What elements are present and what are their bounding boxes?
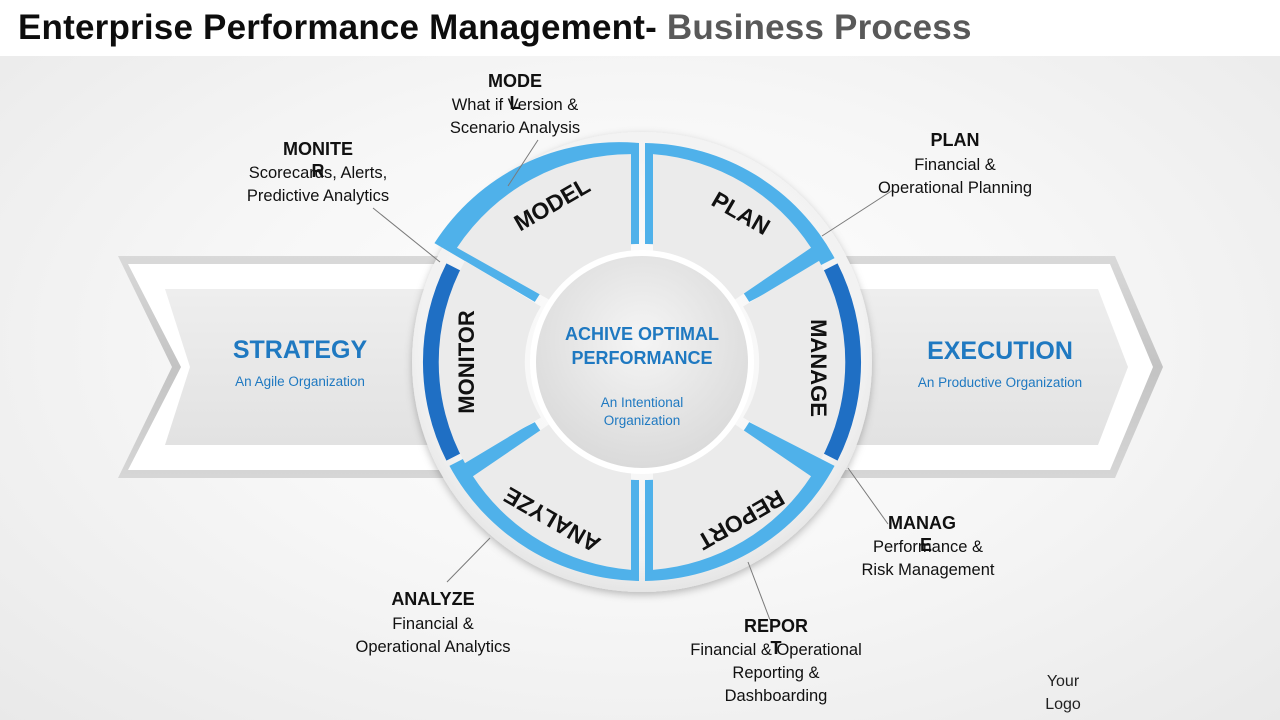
segment-monitor-fill <box>438 260 541 464</box>
callout-model-desc-l2: Scenario Analysis <box>449 119 581 137</box>
callout-monitor-desc: Scorecards, Alerts, Predictive Analytics <box>220 162 416 208</box>
callout-monitor-desc-l1: Scorecards, Alerts, <box>248 164 388 182</box>
strategy-title: STRATEGY <box>233 336 368 364</box>
callout-model-head-l2: L <box>509 93 521 113</box>
callout-report-head-l2: T <box>770 638 782 658</box>
segment-manage-label: MANAGE <box>806 319 831 417</box>
callout-report-head-l1: REPOR <box>743 616 808 636</box>
center-title-line1: ACHIVE OPTIMAL <box>565 324 719 344</box>
logo-line2: Logo <box>1045 696 1081 713</box>
callout-manage-desc-l1: Performance & <box>872 538 984 556</box>
strategy-arrow <box>118 256 470 478</box>
callout-manage-desc-l2: Risk Management <box>861 561 995 579</box>
callout-plan-desc: Financial & Operational Planning <box>855 154 1055 200</box>
segment-manage <box>743 260 862 464</box>
center-title-line2: PERFORMANCE <box>571 348 712 368</box>
callout-analyze-desc-l1: Financial & <box>392 615 474 633</box>
center-sub-line2: Organization <box>604 413 681 428</box>
callout-report-desc-l3: Dashboarding <box>724 687 828 705</box>
strategy-subtitle: An Agile Organization <box>235 374 365 389</box>
callout-plan-head: PLAN <box>930 130 980 150</box>
segment-monitor-label: MONITOR <box>454 310 479 414</box>
execution-subtitle: An Productive Organization <box>918 375 1082 390</box>
leader-analyze <box>446 537 491 583</box>
callout-analyze-desc-l2: Operational Analytics <box>355 638 511 656</box>
segment-model-fill <box>456 154 631 300</box>
callout-monitor-desc-l2: Predictive Analytics <box>246 187 390 205</box>
leader-lines <box>372 139 894 621</box>
segment-model <box>434 142 639 302</box>
callout-plan-desc-l1: Financial & <box>914 156 996 174</box>
callout-analyze: ANALYZE Financial & Operational Analytics <box>335 588 531 659</box>
leader-plan <box>821 189 894 237</box>
center-sub-line1: An Intentional <box>601 395 684 410</box>
leader-manage <box>847 467 889 525</box>
title-main: Enterprise Performance Management- <box>18 8 657 47</box>
execution-title: EXECUTION <box>927 337 1073 365</box>
callout-manage-head-l2: E <box>920 535 933 555</box>
callout-model-head-l1: MODE <box>488 71 542 91</box>
callout-manage-head-l1: MANAG <box>888 513 956 533</box>
execution-arrow-panel <box>810 289 1128 445</box>
title-sub: Business Process <box>666 8 972 47</box>
leader-model <box>507 139 539 187</box>
callout-analyze-head: ANALYZE <box>391 589 475 609</box>
leader-report <box>747 561 771 621</box>
callout-model-desc: What if Version & Scenario Analysis <box>420 94 610 140</box>
page-title: Enterprise Performance Management- Busin… <box>18 8 972 48</box>
strategy-arrow-panel <box>165 289 470 445</box>
callout-plan-desc-l2: Operational Planning <box>877 179 1033 197</box>
logo-line1: Your <box>1046 673 1080 690</box>
callout-report-desc-l1: Financial & Operational <box>690 641 862 659</box>
title-bar: Enterprise Performance Management- Busin… <box>0 0 1280 56</box>
callout-model-desc-l1: What if Version & <box>451 96 579 114</box>
segment-manage-fill <box>743 260 846 464</box>
center-hub <box>536 256 748 468</box>
callout-analyze-desc: Financial & Operational Analytics <box>335 613 531 659</box>
logo-placeholder: Your Logo <box>1030 670 1096 716</box>
segment-monitor <box>422 260 541 464</box>
callout-monitor-head-l1: MONITE <box>283 139 353 159</box>
callout-manage-desc: Performance & Risk Management <box>850 536 1006 582</box>
leader-monitor <box>372 207 441 263</box>
execution-arrow <box>810 256 1163 478</box>
callout-report-desc-l2: Reporting & <box>732 664 820 682</box>
callout-monitor-head-l2: R <box>311 161 325 181</box>
callout-plan: PLAN Financial & Operational Planning <box>855 129 1055 200</box>
